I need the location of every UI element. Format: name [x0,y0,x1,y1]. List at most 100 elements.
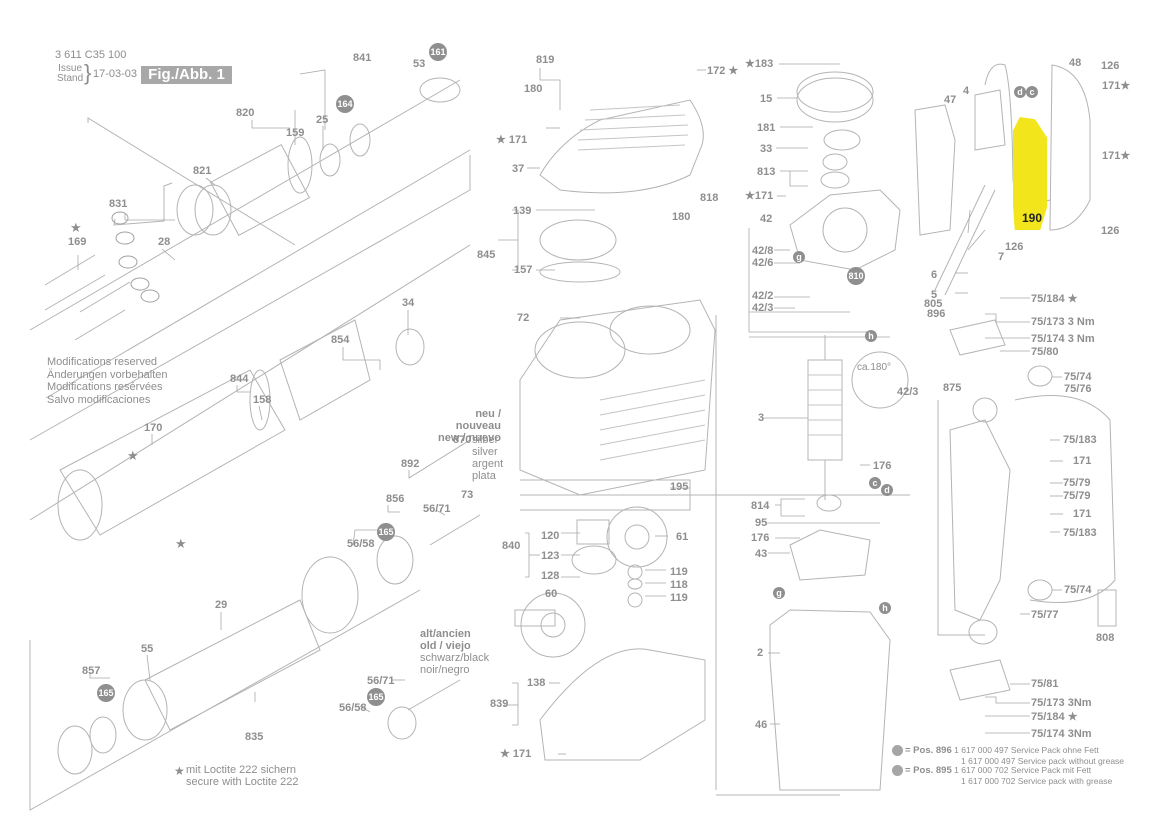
part-label[interactable]: 158 [253,394,272,406]
part-label[interactable]: 157 [514,264,533,276]
part-label-with-star[interactable]: ★ 171 [496,134,528,146]
part-label[interactable]: 75/173 3 Nm [1031,316,1095,328]
part-label[interactable]: 819 [536,54,555,66]
part-label[interactable]: 126 [1005,241,1024,253]
part-label[interactable]: 821 [193,165,212,177]
part-label[interactable]: 42/3 [897,386,919,398]
part-label[interactable]: 814 [751,500,770,512]
part-label[interactable]: 53 [413,58,426,70]
part-label[interactable]: 845 [477,249,496,261]
part-label[interactable]: 75/174 3Nm [1031,728,1092,740]
part-label[interactable]: 28 [158,236,171,248]
part-label[interactable]: 844 [230,373,249,385]
part-label[interactable]: 42/8 [752,245,774,257]
part-label[interactable]: 3 [758,412,765,424]
part-label[interactable]: 813 [757,166,776,178]
part-label[interactable]: 138 [527,677,546,689]
part-label[interactable]: 47 [944,94,957,106]
part-label[interactable]: 159 [286,127,305,139]
badge-165[interactable]: 165 [367,688,385,706]
part-label[interactable]: 61 [676,531,689,543]
part-label[interactable]: 75/77 [1031,609,1059,621]
part-label[interactable]: 126 [1101,60,1120,72]
part-label-with-star[interactable]: 172 ★ [707,65,739,77]
part-label[interactable]: 75/173 3Nm [1031,697,1092,709]
part-label[interactable]: 29 [215,599,228,611]
part-label[interactable]: 75/74 [1064,371,1092,383]
part-label[interactable]: 180 [524,83,543,95]
part-label-with-star[interactable]: ★183 [745,58,774,70]
part-label[interactable]: 120 [541,530,560,542]
part-label[interactable]: 2 [757,647,764,659]
highlighted-part-190[interactable] [1013,117,1047,230]
part-label[interactable]: 56/58 [347,538,375,550]
highlighted-part-label[interactable]: 190 [1022,211,1043,225]
part-label[interactable]: 856 [386,493,405,505]
part-label[interactable]: 42/3 [752,302,774,314]
part-label[interactable]: 55 [141,643,154,655]
part-label[interactable]: 75/183 [1063,527,1097,539]
part-label[interactable]: 43 [755,548,768,560]
badge-161[interactable]: 161 [429,43,447,61]
part-label[interactable]: 42/2 [752,290,774,302]
part-label-with-star[interactable]: ★ 171 [500,748,532,760]
part-label-with-star[interactable]: 75/184 ★ [1031,711,1078,723]
part-label[interactable]: 42 [760,213,773,225]
part-label[interactable]: 75/79 [1063,477,1091,489]
badge-810[interactable]: 810 [847,267,865,285]
part-label[interactable]: 95 [755,517,768,529]
part-label[interactable]: 808 [1096,632,1115,644]
part-label[interactable]: 75/81 [1031,678,1059,690]
part-label[interactable]: 15 [760,93,773,105]
badge-164[interactable]: 164 [336,95,354,113]
part-label[interactable]: 33 [760,143,773,155]
part-label[interactable]: 6 [931,269,938,281]
part-label-870[interactable]: 870 [453,434,472,446]
part-label[interactable]: 831 [109,198,128,210]
part-label[interactable]: 841 [353,52,372,64]
part-label[interactable]: 171 [1073,508,1092,520]
part-label[interactable]: 195 [670,481,689,493]
part-label[interactable]: 181 [757,122,776,134]
part-label[interactable]: 857 [82,665,101,677]
part-label[interactable]: 176 [873,460,892,472]
part-label[interactable]: 34 [402,297,415,309]
part-label-with-star[interactable]: 171★ [1102,80,1131,92]
part-label[interactable]: 75/80 [1031,346,1059,358]
part-label[interactable]: 171 [1073,455,1092,467]
part-label[interactable]: 896 [927,308,946,320]
part-label-with-star[interactable]: 75/184 ★ [1031,293,1078,305]
part-label[interactable]: 126 [1101,225,1120,237]
part-label[interactable]: 75/174 3 Nm [1031,333,1095,345]
badge-165[interactable]: 165 [377,523,395,541]
part-label[interactable]: 73 [461,489,474,501]
part-label[interactable]: 128 [541,570,560,582]
part-label[interactable]: 854 [331,334,350,346]
part-label[interactable]: 60 [545,588,558,600]
part-label[interactable]: 75/183 [1063,434,1097,446]
part-label[interactable]: 56/71 [367,675,395,687]
part-label[interactable]: 176 [751,532,770,544]
part-label[interactable]: 820 [236,107,255,119]
part-label[interactable]: 875 [943,382,962,394]
part-label[interactable]: 75/79 [1063,490,1091,502]
part-label[interactable]: 56/58 [339,702,367,714]
part-label[interactable]: 169 [68,236,87,248]
part-label[interactable]: 119 [670,566,688,578]
part-label[interactable]: 170 [144,422,163,434]
part-label[interactable]: 139 [513,205,532,217]
part-label[interactable]: 4 [963,85,970,97]
part-label[interactable]: 839 [490,698,509,710]
part-label[interactable]: 42/6 [752,257,774,269]
part-label[interactable]: 818 [700,192,719,204]
part-label[interactable]: 56/71 [423,503,451,515]
part-label[interactable]: 123 [541,550,560,562]
part-label[interactable]: 892 [401,458,420,470]
part-label[interactable]: 840 [502,540,521,552]
part-label[interactable]: 119 [670,592,688,604]
part-label-with-star[interactable]: ★171 [745,190,774,202]
part-label-with-star[interactable]: 171★ [1102,150,1131,162]
part-label[interactable]: 25 [316,114,329,126]
part-label[interactable]: 72 [517,312,530,324]
badge-165[interactable]: 165 [97,684,115,702]
